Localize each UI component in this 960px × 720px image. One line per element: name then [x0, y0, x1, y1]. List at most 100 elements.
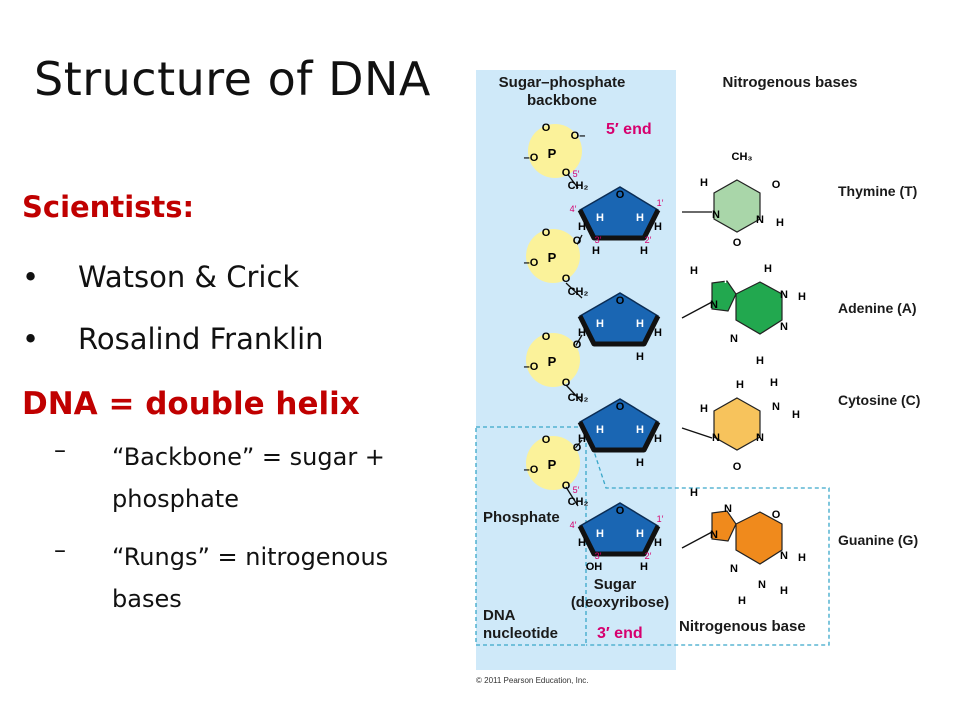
svg-text:O: O — [616, 295, 625, 307]
svg-text:H: H — [592, 245, 600, 257]
svg-text:O: O — [616, 505, 625, 517]
five-prime-end-label: 5′ end — [606, 121, 652, 138]
svg-text:H: H — [636, 351, 644, 363]
deoxyribose-label: (deoxyribose) — [571, 594, 669, 611]
bullet-text: Rosalind Franklin — [78, 322, 324, 356]
phosphate-label: Phosphate — [483, 509, 560, 526]
sugar-label: Sugar — [594, 576, 637, 593]
svg-text:CH₂: CH₂ — [568, 496, 589, 508]
svg-text:H: H — [770, 377, 778, 389]
svg-text:H: H — [654, 327, 662, 339]
svg-text:H: H — [756, 355, 764, 367]
nucleotide-box-outline — [585, 426, 830, 646]
svg-text:H: H — [764, 263, 772, 275]
svg-text:O: O — [772, 179, 781, 191]
svg-text:O: O — [733, 237, 742, 249]
svg-text:H: H — [578, 221, 586, 233]
svg-text:H: H — [596, 528, 604, 540]
svg-text:N: N — [780, 321, 788, 333]
svg-text:H: H — [636, 528, 644, 540]
svg-text:H: H — [700, 403, 708, 415]
svg-text:N: N — [780, 289, 788, 301]
slide-title: Structure of DNA — [34, 52, 431, 106]
svg-text:4′: 4′ — [570, 520, 577, 530]
svg-text:H: H — [640, 245, 648, 257]
base-label-thymine: Thymine (T) — [838, 183, 917, 199]
bases-header: Nitrogenous bases — [722, 74, 857, 91]
svg-text:H: H — [738, 595, 746, 607]
svg-text:H: H — [636, 457, 644, 469]
svg-text:H: H — [700, 177, 708, 189]
svg-text:O: O — [542, 434, 551, 446]
svg-text:O: O — [616, 401, 625, 413]
dash-symbol: – — [54, 436, 66, 464]
nitrogenous-base-label: Nitrogenous base — [679, 618, 806, 635]
dna-structure-diagram: Sugar–phosphate backbone Nitrogenous bas… — [460, 60, 960, 700]
svg-text:H: H — [654, 433, 662, 445]
svg-text:O: O — [562, 167, 571, 179]
svg-text:H: H — [690, 265, 698, 277]
svg-text:O: O — [573, 442, 582, 454]
subpoint-text: “Rungs” = nitrogenous bases — [112, 543, 389, 613]
subpoint-text: “Backbone” = sugar + phosphate — [112, 443, 385, 513]
phosphate-group: P O –O O O — [524, 434, 582, 492]
svg-text:O: O — [542, 122, 551, 134]
svg-text:P: P — [548, 146, 557, 161]
svg-text:N: N — [724, 274, 732, 286]
svg-text:H: H — [792, 409, 800, 421]
svg-text:O: O — [573, 339, 582, 351]
svg-text:H: H — [798, 552, 806, 564]
svg-text:CH₂: CH₂ — [568, 180, 589, 192]
svg-text:N: N — [712, 209, 720, 221]
base-label-cytosine: Cytosine (C) — [838, 392, 920, 408]
svg-text:H: H — [596, 318, 604, 330]
svg-text:CH₂: CH₂ — [568, 392, 589, 404]
thymine-base: CH₃ H O N H N O — [700, 151, 784, 249]
dna-heading: DNA = double helix — [22, 386, 360, 422]
svg-text:N: N — [756, 432, 764, 444]
svg-text:O: O — [616, 189, 625, 201]
svg-text:H: H — [780, 585, 788, 597]
cytosine-base: H H H N H N N O — [700, 377, 800, 473]
svg-text:O–: O– — [571, 130, 586, 142]
svg-text:H: H — [636, 212, 644, 224]
svg-text:5′: 5′ — [573, 169, 580, 179]
svg-text:5′: 5′ — [573, 485, 580, 495]
svg-text:P: P — [548, 250, 557, 265]
svg-text:3′: 3′ — [595, 551, 602, 561]
svg-text:H: H — [640, 561, 648, 573]
bullet-text: Watson & Crick — [78, 260, 300, 294]
dna-nucleotide-label-2: nucleotide — [483, 625, 558, 642]
svg-text:CH₃: CH₃ — [732, 151, 753, 163]
svg-text:–O: –O — [524, 152, 539, 164]
svg-text:O: O — [733, 461, 742, 473]
svg-text:H: H — [690, 487, 698, 499]
svg-text:1′: 1′ — [657, 514, 664, 524]
svg-text:O: O — [562, 377, 571, 389]
svg-text:H: H — [596, 212, 604, 224]
svg-text:O: O — [562, 480, 571, 492]
svg-text:P: P — [548, 354, 557, 369]
phosphate-group: P O –O O– O — [524, 122, 586, 179]
base-label-adenine: Adenine (A) — [838, 300, 917, 316]
svg-text:H: H — [578, 433, 586, 445]
svg-text:2′: 2′ — [645, 235, 652, 245]
svg-text:H: H — [578, 327, 586, 339]
sugar-ring: O H H H H CH₂ H — [568, 392, 662, 469]
svg-text:O: O — [772, 509, 781, 521]
sugar-ring: O H H H H CH₂ H — [568, 286, 662, 363]
svg-text:H: H — [596, 424, 604, 436]
svg-text:N: N — [772, 401, 780, 413]
svg-text:3′: 3′ — [595, 235, 602, 245]
svg-text:H: H — [798, 291, 806, 303]
svg-text:–O: –O — [524, 361, 539, 373]
svg-text:CH₂: CH₂ — [568, 286, 589, 298]
backbone-header-2: backbone — [527, 92, 597, 109]
dna-nucleotide-label: DNA — [483, 607, 516, 624]
svg-text:N: N — [756, 214, 764, 226]
backbone-header: Sugar–phosphate — [499, 74, 626, 91]
svg-text:N: N — [710, 529, 718, 541]
bullet-symbol: • — [22, 260, 40, 294]
svg-text:H: H — [578, 537, 586, 549]
svg-text:H: H — [636, 318, 644, 330]
